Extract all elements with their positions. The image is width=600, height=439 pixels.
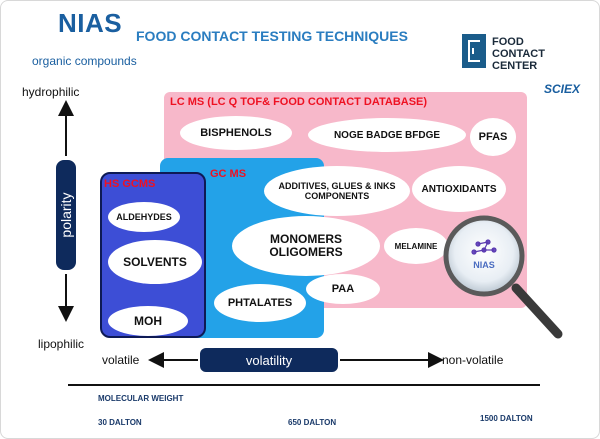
- compound-phtalates: PHTALATES: [214, 284, 306, 322]
- title-nias: NIAS: [58, 8, 123, 38]
- region-gcms-label: GC MS: [210, 168, 247, 180]
- polarity-axis-pill: polarity: [56, 160, 76, 270]
- sciex-logo: SCIEX: [544, 82, 581, 96]
- compound-pfas: PFAS: [470, 118, 516, 156]
- molecular-weight-title: MOLECULAR WEIGHT: [98, 394, 184, 403]
- magnifier-icon: NIAS: [443, 215, 563, 339]
- molecular-weight-line: [68, 384, 540, 386]
- compound-paa: PAA: [306, 274, 380, 304]
- compound-moh: MOH: [108, 306, 188, 336]
- axis-bottom-label: lipophilic: [38, 337, 85, 351]
- compound-monomers-oligomers: MONOMERS OLIGOMERS: [232, 216, 380, 276]
- volatility-label: volatility: [245, 352, 293, 368]
- compound-antioxidants: ANTIOXIDANTS: [412, 166, 506, 212]
- volatility-axis-pill: volatility: [200, 348, 338, 372]
- compound-aldehydes: ALDEHYDES: [108, 202, 180, 232]
- compound-solvents: SOLVENTS: [108, 240, 202, 284]
- axis-top-label: hydrophilic: [22, 85, 80, 99]
- region-hs-gcms-label: HS GCMS: [104, 178, 156, 190]
- region-lcms-label: LC MS (LC Q TOF& FOOD CONTACT DATABASE): [170, 96, 428, 108]
- mw-mid-label: 650 DALTON: [288, 418, 337, 427]
- compound-melamine: MELAMINE: [384, 228, 448, 264]
- compound-noge-badge-bfdge: NOGE BADGE BFDGE: [308, 118, 466, 152]
- food-contact-center-logo-icon: [462, 34, 486, 68]
- compound-bisphenols: BISPHENOLS: [180, 116, 292, 150]
- compound-additives: ADDITIVES, GLUES & INKS COMPONENTS: [264, 166, 410, 216]
- axis-right-label: non-volatile: [442, 353, 504, 367]
- axis-left-label: volatile: [102, 353, 140, 367]
- subtitle: organic compounds: [32, 54, 137, 68]
- page-title: FOOD CONTACT TESTING TECHNIQUES: [136, 28, 408, 44]
- mw-low-label: 30 DALTON: [98, 418, 142, 427]
- brand-text: FOOD CONTACT CENTER: [492, 36, 545, 72]
- mw-high-label: 1500 DALTON: [480, 414, 533, 423]
- magnifier-label: NIAS: [473, 260, 495, 270]
